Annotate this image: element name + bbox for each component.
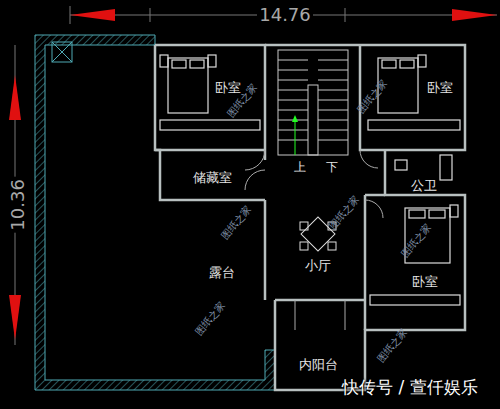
watermark: 图纸之家 <box>193 299 227 337</box>
room-name: 小厅 <box>303 259 333 273</box>
room-name: 储藏室 <box>191 171 234 185</box>
room-name: 卧室 <box>425 81 455 95</box>
watermark: 图纸之家 <box>327 193 361 231</box>
watermark: 图纸之家 <box>219 203 253 241</box>
dimension: 10.36 <box>8 177 28 233</box>
watermark: 图纸之家 <box>399 221 433 259</box>
room-name: 公卫 <box>409 179 439 193</box>
dimension: 14.76 <box>257 5 313 25</box>
room-name: 卧室 <box>410 275 440 289</box>
watermark: 图纸之家 <box>375 326 409 364</box>
room-name: 内阳台 <box>297 358 340 372</box>
stair-mark: 上 <box>292 161 308 174</box>
source-credit: 快传号 / 萱仟娱乐 <box>342 378 478 397</box>
stair-mark: 下 <box>324 161 340 174</box>
room-name: 露台 <box>207 266 237 280</box>
room-name: 卧室 <box>213 81 243 95</box>
